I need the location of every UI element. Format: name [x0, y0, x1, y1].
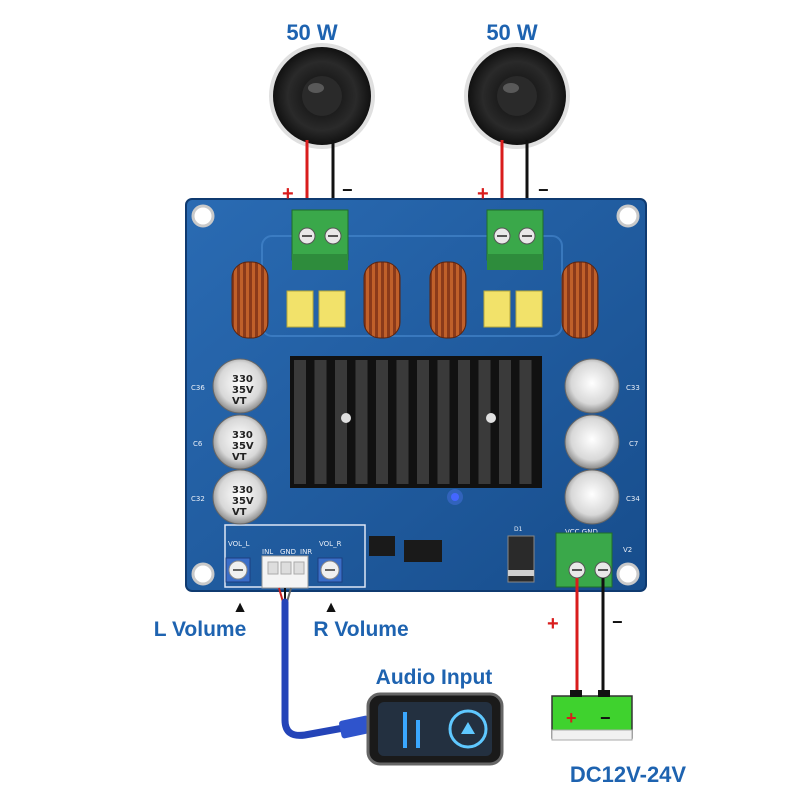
cap-voltage-label: 35V — [232, 441, 254, 452]
left-plus-sign: + — [282, 183, 294, 205]
cap-series-label: VT — [232, 396, 247, 407]
cap-series-label: VT — [232, 452, 247, 463]
cap-value-label: 330 — [232, 374, 253, 385]
cap-value-label: 330 — [232, 485, 253, 496]
heatsink-fin — [294, 360, 306, 484]
heatsink — [290, 356, 542, 488]
label-c6: C6 — [193, 440, 203, 448]
label-c34: C34 — [626, 495, 640, 503]
inductors — [231, 261, 599, 339]
heatsink-fin — [417, 360, 429, 484]
cap-voltage-label: 35V — [232, 496, 254, 507]
power-minus-sign: − — [612, 612, 623, 632]
heatsink-fin — [519, 360, 532, 484]
label-c32: C32 — [191, 495, 205, 503]
film-capacitors — [286, 290, 543, 328]
heatsink-fin — [437, 360, 450, 484]
ic-chips — [369, 489, 535, 583]
audio-input-connector — [261, 555, 309, 589]
left-volume-label: L Volume — [154, 618, 247, 641]
battery-minus-sign: − — [600, 708, 611, 728]
heatsink-fin — [355, 360, 368, 484]
label-v2: V2 — [623, 546, 632, 554]
right-speaker-terminal — [486, 209, 544, 270]
left-speaker-terminal — [291, 209, 349, 270]
heatsink-fin — [396, 360, 409, 484]
heatsink-fin — [376, 360, 388, 484]
label-d1: D1 — [514, 526, 523, 533]
left-volume-knob[interactable] — [225, 557, 251, 583]
left-speaker-power-label: 50 W — [286, 20, 338, 45]
heatsink-fin — [478, 360, 491, 484]
label-vol-l: VOL_L — [228, 540, 250, 548]
battery-plus-sign: + — [566, 708, 577, 728]
capacitors-left: 330 35V VT 330 35V VT 330 35V VT — [212, 358, 268, 525]
power-wires — [575, 578, 605, 694]
cap-voltage-label: 35V — [232, 385, 254, 396]
right-plus-sign: + — [477, 183, 489, 205]
polarity-markers: + − + − + − — [282, 180, 623, 635]
heatsink-screw — [486, 413, 496, 423]
label-vol-r: VOL_R — [319, 540, 342, 548]
label-gnd: GND — [280, 548, 296, 556]
label-c36: C36 — [191, 384, 205, 392]
right-minus-sign: − — [538, 180, 549, 200]
left-speaker — [269, 43, 375, 149]
label-inl: INL — [262, 548, 273, 556]
heatsink-screw — [341, 413, 351, 423]
silkscreen-labels: C36 C6 C32 C33 C7 C34 VOL_L VOL_R INL GN… — [191, 384, 640, 556]
phone-icon — [366, 692, 504, 766]
heatsink-fin — [499, 360, 511, 484]
label-c33: C33 — [626, 384, 640, 392]
right-volume-arrow: ▲ — [323, 599, 339, 616]
right-volume-knob[interactable] — [317, 557, 343, 583]
right-volume-label: R Volume — [313, 618, 408, 641]
heatsink-fin — [314, 360, 327, 484]
label-c7: C7 — [629, 440, 638, 448]
left-volume-arrow: ▲ — [232, 599, 248, 616]
heatsink-fin — [335, 360, 347, 484]
right-speaker-power-label: 50 W — [486, 20, 538, 45]
heatsink-fin — [458, 360, 470, 484]
audio-input-label: Audio Input — [376, 666, 493, 689]
cap-series-label: VT — [232, 507, 247, 518]
capacitors-right — [564, 358, 620, 525]
audio-cable — [278, 587, 371, 739]
power-supply-label: DC12V-24V — [570, 762, 687, 787]
cap-value-label: 330 — [232, 430, 253, 441]
label-vcc-gnd: VCC GND — [565, 528, 598, 536]
right-speaker — [464, 43, 570, 149]
battery-icon: + − — [551, 690, 633, 741]
label-inr: INR — [300, 548, 312, 556]
power-plus-sign: + — [547, 613, 559, 635]
left-minus-sign: − — [342, 180, 353, 200]
